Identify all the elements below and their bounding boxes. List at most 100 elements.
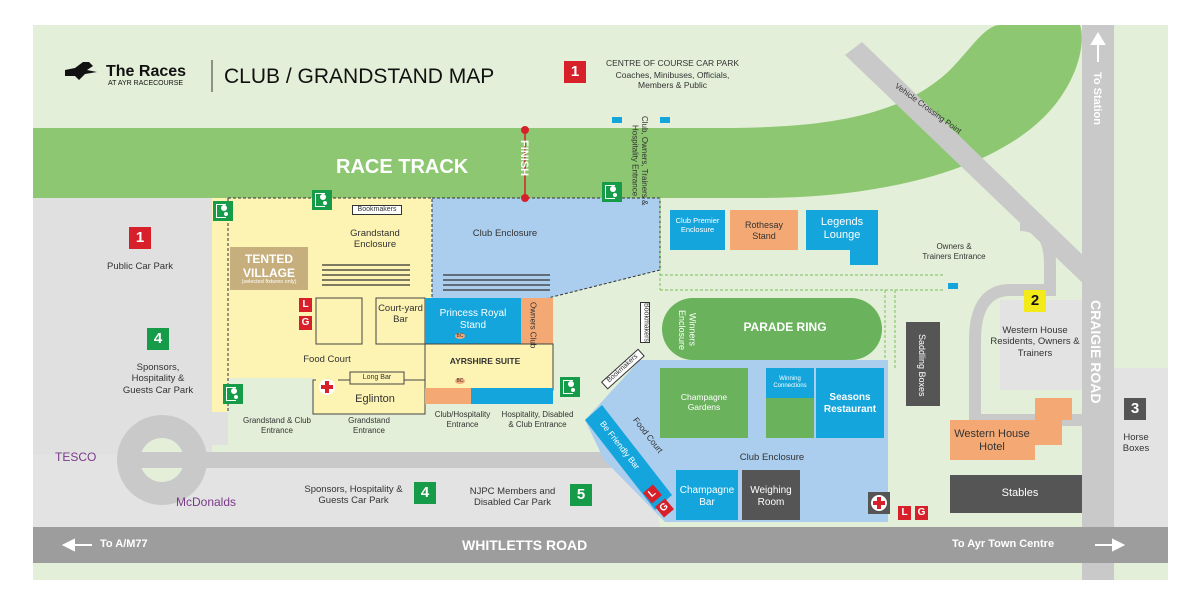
- bc-label-2: BC: [455, 378, 465, 384]
- legends-block: [806, 210, 878, 265]
- winning-green-block: [766, 398, 814, 438]
- parade-ring-shape: [662, 298, 882, 360]
- ladies-toilet-icon: L: [299, 298, 312, 312]
- seasons-block: [816, 368, 884, 438]
- princess-royal-block: [425, 298, 521, 344]
- legends-label: Legends Lounge: [820, 216, 864, 242]
- princess-royal-label: Princess Royal Stand: [439, 308, 507, 331]
- saddling-boxes-block: [906, 322, 940, 406]
- bookmakers-top-label: Bookmakers: [352, 205, 402, 216]
- public-car-park-label: Public Car Park: [107, 261, 173, 272]
- exit-icon-1: [312, 190, 332, 210]
- tented-village-block: [230, 247, 308, 290]
- car-park-2-badge: 2: [1024, 290, 1046, 312]
- saddling-boxes-label: Saddling Boxes: [916, 333, 927, 397]
- food-court-label: Food Court: [303, 354, 351, 365]
- eglinton-label: Eglinton: [355, 393, 395, 405]
- rothesay-block: [730, 210, 798, 250]
- grandstand-entrance-label: Grandstand Entrance: [348, 416, 390, 435]
- footpaths: [659, 198, 945, 370]
- centre-car-park-sub: Coaches, Minibuses, Officials, Members &…: [615, 70, 730, 91]
- tented-village-label: TENTED VILLAGE: [242, 252, 295, 281]
- to-ayr-label: To Ayr Town Centre: [952, 538, 1055, 550]
- whitletts-road-label: WHITLETTS ROAD: [462, 537, 588, 553]
- club-premier-label: Club Premier Enclosure: [675, 216, 720, 234]
- grandstand-steps: [322, 264, 550, 291]
- ayrshire-suite-block: [424, 343, 554, 391]
- bc-label-1: BC: [455, 333, 465, 339]
- club-premier-block: [670, 210, 725, 250]
- to-station-label: To Station: [1091, 72, 1103, 125]
- ayrshire-cyan-block: [471, 388, 553, 404]
- gate-marker-2: [660, 117, 670, 123]
- race-track: [33, 25, 1082, 198]
- winners-enclosure-label: Winners Enclosure: [676, 309, 698, 351]
- gents-toilet-icon: G: [299, 316, 312, 330]
- car-park-1-centre-badge: 1: [564, 61, 586, 83]
- western-house-driveway: [969, 219, 1100, 426]
- first-aid-icon-1: [316, 376, 338, 398]
- car-park-4-left-badge: 4: [147, 328, 169, 350]
- club-enclosure-top-label: Club Enclosure: [472, 228, 538, 239]
- craigie-road-label: CRAIGIE ROAD: [1088, 300, 1104, 404]
- finish-marker-bottom: [521, 194, 529, 202]
- long-bar-label: Long Bar: [362, 374, 392, 381]
- tented-village-sub: (selected fixtures only): [241, 279, 297, 285]
- njpc-label: NJPC Members and Disabled Car Park: [469, 486, 556, 509]
- parade-ring-label: PARADE RING: [743, 320, 827, 334]
- grandstand-club-entrance-label: Grandstand & Club Entrance: [242, 416, 312, 435]
- logo-subtitle: AT AYR RACECOURSE: [108, 80, 184, 87]
- owners-club-label: Owners Club: [528, 302, 538, 349]
- centre-car-park-title: CENTRE OF COURSE CAR PARK: [605, 58, 740, 68]
- courtyard-bar-building: [375, 297, 426, 345]
- courtyard-bar-label: Court-yard Bar: [378, 303, 423, 326]
- ayrshire-suite-label: AYRSHIRE SUITE: [449, 356, 521, 366]
- stables-label: Stables: [1001, 487, 1039, 499]
- whitletts-road-surface: [33, 527, 1168, 563]
- race-track-label: RACE TRACK: [336, 156, 469, 178]
- seasons-label: Seasons Restaurant: [823, 392, 877, 415]
- food-court-building: [315, 297, 363, 345]
- tesco-label: TESCO: [55, 450, 97, 464]
- champagne-bar-label: Champagne Bar: [679, 485, 735, 508]
- be-friendly-bar-shape: [585, 405, 672, 510]
- car-park-5-badge: 5: [570, 484, 592, 506]
- gate-marker-1: [612, 117, 622, 123]
- western-car-park-label: Western House Residents, Owners & Traine…: [990, 325, 1080, 359]
- sponsors-left-label: Sponsors, Hospitality & Guests Car Park: [122, 362, 194, 396]
- rothesay-label: Rothesay Stand: [744, 220, 784, 241]
- club-hospitality-entrance-label: Club/Hospitality Entrance: [434, 410, 491, 429]
- champagne-bar-block: [676, 470, 738, 520]
- logo-name: The Races: [106, 63, 187, 80]
- sponsors-bottom-label: Sponsors, Hospitality & Guests Car Park: [304, 484, 403, 507]
- exit-icon-2: [213, 201, 233, 221]
- exit-icon-3: [602, 182, 622, 202]
- long-bar-block: [349, 371, 405, 385]
- grandstand-enclosure-label: Grandstand Enclosure: [350, 228, 400, 251]
- ayrshire-orange-block: [425, 388, 471, 404]
- page-title: CLUB / GRANDSTAND MAP: [224, 65, 495, 88]
- dashed-boundary-2: [432, 197, 661, 299]
- car-park-4-bottom-badge: 4: [414, 482, 436, 504]
- winning-connections-label: Winning Connections: [773, 376, 807, 390]
- winning-connections-block: [766, 368, 814, 398]
- gate-marker-3: [948, 283, 958, 289]
- exit-icon-5: [560, 377, 580, 397]
- car-park-1-public-badge: 1: [129, 227, 151, 249]
- finish-label: FINISH: [518, 140, 530, 177]
- to-am77-label: To A/M77: [100, 538, 148, 550]
- public-car-park-area: [33, 198, 228, 455]
- dashed-boundary-1: [228, 197, 433, 298]
- service-road: [120, 452, 650, 468]
- club-enclosure-top-zone: [432, 198, 660, 298]
- horse-boxes-label: Horse Boxes: [1122, 432, 1150, 455]
- club-owners-entrance-label: Club, Owners, Trainers & Hospitality Ent…: [630, 116, 650, 206]
- craigie-road-surface: [1082, 25, 1114, 580]
- grandstand-edge: [212, 198, 228, 412]
- weighing-room-label: Weighing Room: [750, 485, 792, 508]
- car-park-3-badge: 3: [1124, 398, 1146, 420]
- owners-trainers-entrance-label: Owners & Trainers Entrance: [922, 242, 986, 261]
- ladies-toilet-icon-3: L: [898, 506, 911, 520]
